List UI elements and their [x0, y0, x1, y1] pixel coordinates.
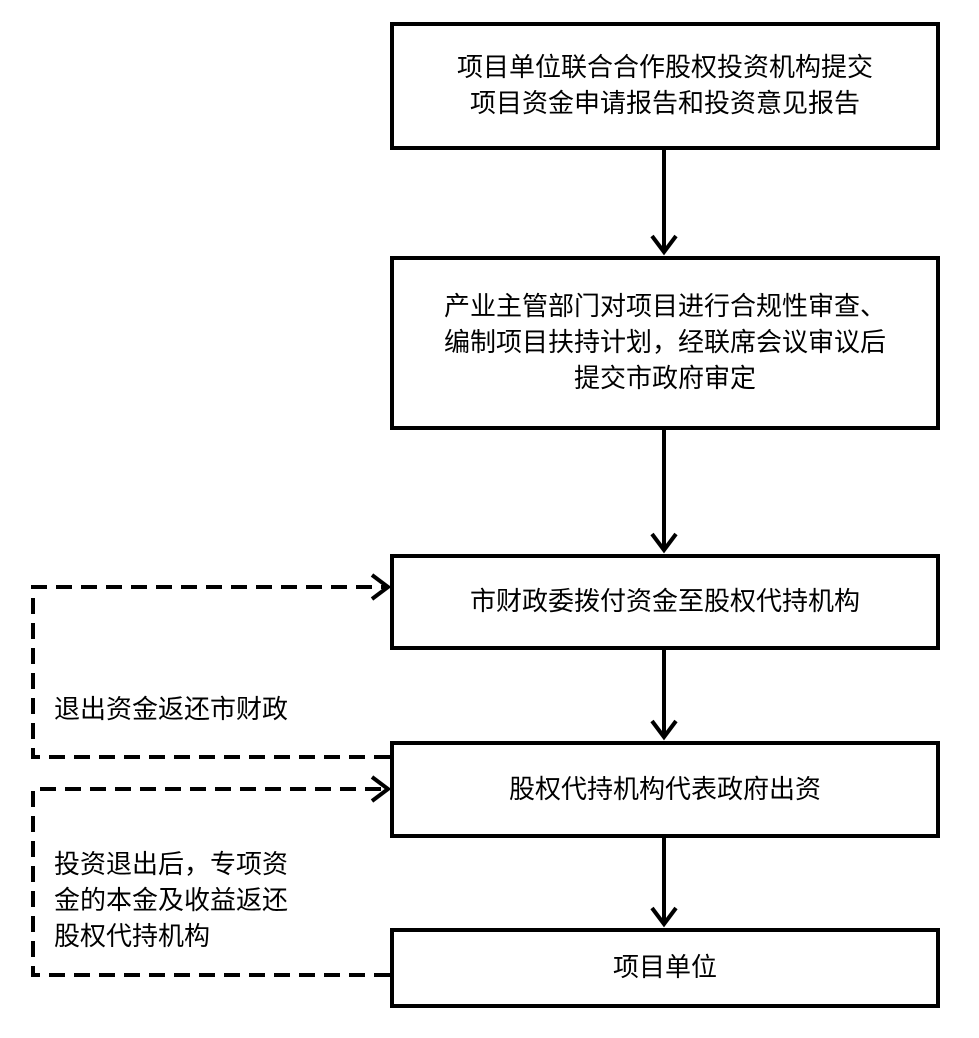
dashed-arrowheads: [370, 573, 392, 803]
node-equity-holder-invests: 股权代持机构代表政府出资: [390, 741, 940, 838]
solid-arrows: [650, 150, 678, 928]
feedback-label-holder: 投资退出后，专项资 金的本金及收益返还 股权代持机构: [54, 850, 289, 952]
node-project-application: 项目单位联合合作股权投资机构提交 项目资金申请报告和投资意见报告: [390, 22, 940, 150]
node-project-unit: 项目单位: [390, 928, 940, 1008]
node-finance-disbursement: 市财政委拨付资金至股权代持机构: [390, 554, 940, 650]
node-compliance-review: 产业主管部门对项目进行合规性审查、 编制项目扶持计划，经联席会议审议后 提交市政…: [390, 256, 940, 430]
node-finance-disbursement-label: 市财政委拨付资金至股权代持机构: [469, 587, 860, 617]
node-equity-holder-invests-label: 股权代持机构代表政府出资: [508, 774, 821, 805]
dashed-feedback-lines: [31, 585, 390, 977]
node-project-application-label: 项目单位联合合作股权投资机构提交 项目资金申请报告和投资意见报告: [456, 53, 873, 119]
node-project-unit-label: 项目单位: [612, 953, 717, 983]
node-compliance-review-label: 产业主管部门对项目进行合规性审查、 编制项目扶持计划，经联席会议审议后 提交市政…: [443, 292, 886, 394]
feedback-label-finance: 退出资金返还市财政: [54, 695, 289, 725]
loop-return-to-finance: [31, 585, 390, 759]
loop-return-to-holder: [31, 787, 390, 977]
